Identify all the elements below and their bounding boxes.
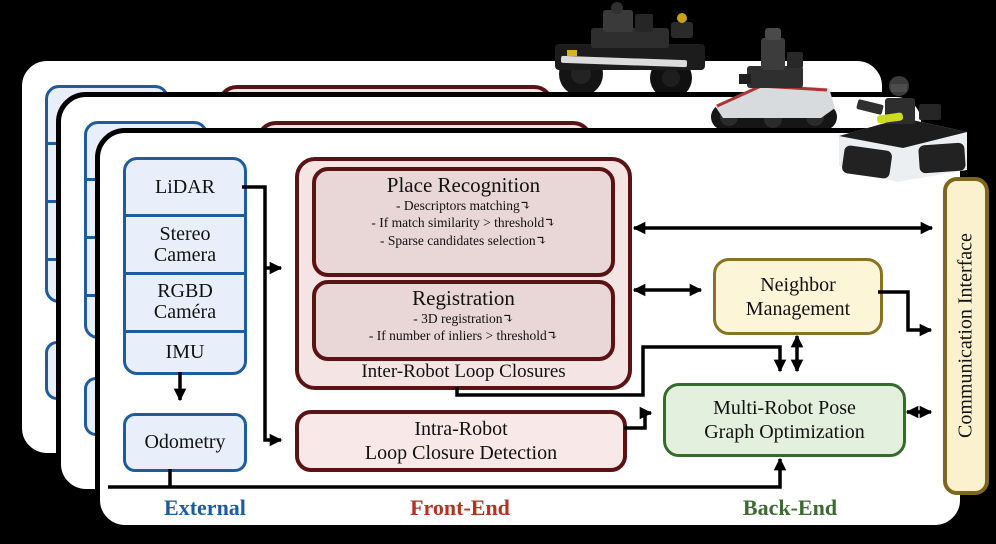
sensor-rgbd-camera: RGBD Caméra — [126, 271, 244, 330]
registration-bullets: - 3D registration↴ - If number of inlier… — [368, 311, 559, 344]
communication-interface-bar: Communication Interface — [943, 177, 989, 495]
intra-robot-loop-closure-box: Intra-Robot Loop Closure Detection — [295, 410, 627, 472]
sensor-imu: IMU — [126, 330, 244, 372]
sensor-stereo-camera: Stereo Camera — [126, 214, 244, 271]
multi-robot-pose-graph-optimization-box: Multi-Robot Pose Graph Optimization — [663, 383, 906, 457]
inter-robot-loop-closures-label: Inter-Robot Loop Closures — [361, 361, 566, 382]
place-recognition-bullets: - Descriptors matching↴ - If match simil… — [371, 198, 556, 248]
place-recognition-title: Place Recognition — [386, 173, 541, 197]
registration-title: Registration — [412, 286, 515, 310]
tracked-robot-photo — [711, 28, 837, 130]
wheeled-robot-photo — [555, 2, 705, 98]
sensor-lidar: LiDAR — [155, 175, 215, 198]
odometry-box: Odometry — [123, 413, 247, 472]
section-label-back-end: Back-End — [742, 495, 838, 520]
section-label-front-end: Front-End — [410, 495, 510, 520]
registration-box: Registration - 3D registration↴ - If num… — [312, 280, 615, 361]
robot-diagram-card: LiDAR Stereo Camera RGBD Caméra IMU Odom… — [95, 128, 989, 530]
tracked-robot-photo-2 — [839, 76, 967, 182]
place-recognition-box: Place Recognition - Descriptors matching… — [312, 167, 615, 277]
section-label-external: External — [164, 495, 246, 520]
sensor-stack: LiDAR Stereo Camera RGBD Caméra IMU — [123, 157, 247, 375]
inter-robot-loop-closures-container: Place Recognition - Descriptors matching… — [295, 157, 632, 390]
neighbor-management-box: Neighbor Management — [713, 258, 883, 335]
